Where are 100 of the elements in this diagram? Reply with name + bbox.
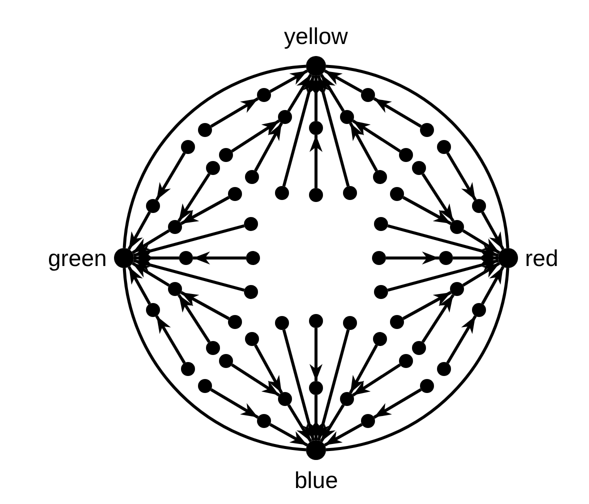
dot <box>245 170 259 184</box>
dot <box>373 332 387 346</box>
dot <box>278 392 292 406</box>
arrow <box>422 173 454 222</box>
arrow <box>155 152 186 201</box>
arrow <box>481 266 504 305</box>
arrow <box>462 229 500 254</box>
arrow <box>349 344 378 394</box>
dot <box>412 341 426 355</box>
dot <box>343 186 357 200</box>
arrow <box>133 258 245 292</box>
arrow <box>254 122 283 172</box>
arrow <box>320 404 345 442</box>
arrow <box>178 173 210 222</box>
dot <box>246 251 260 265</box>
arrow <box>231 364 280 396</box>
node-label: green <box>48 245 107 272</box>
dot <box>278 110 292 124</box>
dot <box>206 161 220 175</box>
dot <box>275 186 289 200</box>
dot <box>228 187 242 201</box>
dot <box>340 392 354 406</box>
dot <box>390 315 404 329</box>
dot <box>309 381 323 395</box>
arrow <box>133 224 245 258</box>
arrow <box>324 70 363 93</box>
dot <box>437 140 451 154</box>
dot <box>244 217 258 231</box>
node-label: yellow <box>284 23 348 50</box>
dot <box>275 316 289 330</box>
dot <box>373 170 387 184</box>
dot <box>228 315 242 329</box>
arrow <box>282 329 316 441</box>
arrow <box>128 266 151 305</box>
dot <box>399 148 413 162</box>
dot <box>206 341 220 355</box>
arrow <box>402 291 452 320</box>
circle-arc <box>122 64 306 248</box>
arrow <box>231 120 280 152</box>
arrow <box>210 97 259 128</box>
dot <box>245 332 259 346</box>
dot <box>399 354 413 368</box>
dot <box>179 251 193 265</box>
dot <box>437 362 451 376</box>
dot <box>309 314 323 328</box>
arrow <box>422 294 454 343</box>
arrow <box>155 315 186 364</box>
arrow <box>134 252 179 264</box>
circle-arc <box>326 268 510 452</box>
arrow <box>282 75 316 187</box>
dot <box>472 199 486 213</box>
arrow <box>387 258 499 292</box>
arrow <box>180 196 230 225</box>
arrow <box>402 196 452 225</box>
arrow <box>316 75 350 187</box>
node-label: red <box>525 245 558 272</box>
dot <box>420 379 434 393</box>
arrow <box>254 344 283 394</box>
dot <box>420 123 434 137</box>
arrow <box>320 74 345 112</box>
arrow <box>210 388 259 419</box>
arrow <box>352 364 401 396</box>
arrow <box>132 262 170 287</box>
dot <box>361 414 375 428</box>
arrow <box>446 315 477 364</box>
arrow <box>178 294 210 343</box>
arrow <box>128 211 151 250</box>
dot <box>412 161 426 175</box>
dot <box>374 285 388 299</box>
arrow <box>310 328 322 381</box>
dot <box>439 251 453 265</box>
dot <box>181 362 195 376</box>
arrow <box>180 291 230 320</box>
dot <box>198 379 212 393</box>
dot <box>146 199 160 213</box>
dot <box>198 123 212 137</box>
arrow <box>316 329 350 441</box>
dot <box>390 187 404 201</box>
dot <box>244 285 258 299</box>
arrow <box>373 97 422 128</box>
dot <box>472 303 486 317</box>
arrow <box>287 74 312 112</box>
arrow <box>462 262 500 287</box>
circle-arc <box>122 268 306 452</box>
dot <box>168 220 182 234</box>
arrow <box>310 135 322 188</box>
arrow <box>446 152 477 201</box>
dot <box>146 303 160 317</box>
arrow <box>324 423 363 446</box>
arrow <box>481 211 504 250</box>
dot <box>219 354 233 368</box>
node-label: blue <box>294 467 338 494</box>
arrow <box>310 76 322 121</box>
dot <box>343 316 357 330</box>
dot <box>309 121 323 135</box>
dot <box>257 88 271 102</box>
dot <box>309 188 323 202</box>
arrow <box>269 423 308 446</box>
circle-arc <box>326 64 510 248</box>
dot <box>219 148 233 162</box>
